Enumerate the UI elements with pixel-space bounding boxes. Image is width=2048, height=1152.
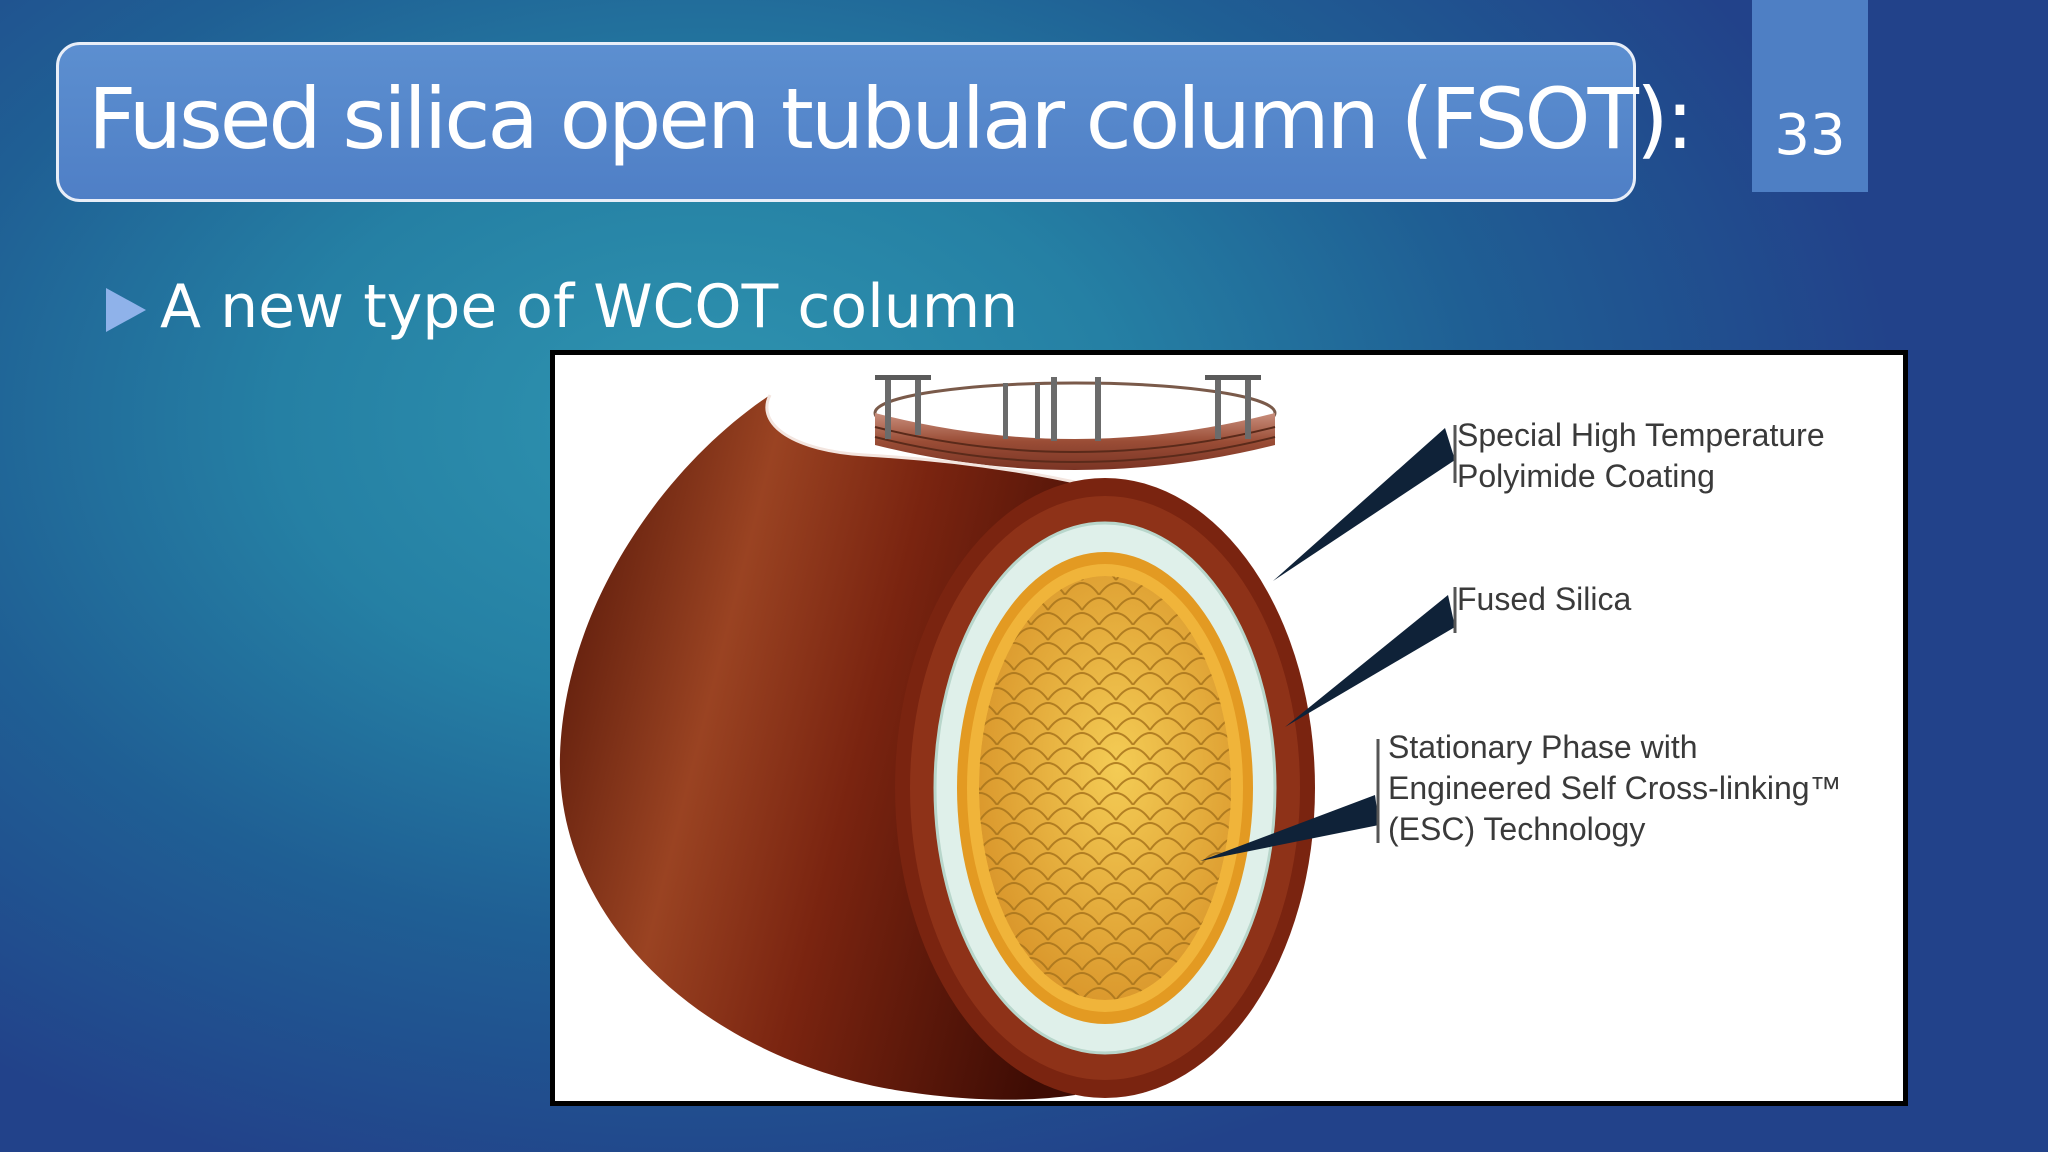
bullet-item: A new type of WCOT column [160, 272, 1019, 342]
leader-lines [1200, 425, 1457, 861]
page-number-box: 33 [1752, 0, 1868, 192]
column-bore [979, 576, 1231, 1000]
slide-title: Fused silica open tubular column (FSOT): [88, 70, 1694, 168]
label-stationary-phase: Stationary Phase with Engineered Self Cr… [1388, 729, 1842, 847]
page-number: 33 [1774, 103, 1846, 168]
bullet-arrow-icon [106, 288, 146, 332]
coiled-column-icon [873, 375, 1277, 470]
label-fused-silica: Fused Silica [1457, 581, 1632, 617]
column-illustration [559, 375, 1457, 1100]
title-box [56, 42, 1636, 202]
column-diagram: Special High Temperature Polyimide Coati… [550, 350, 1908, 1106]
label-polyimide-coating: Special High Temperature Polyimide Coati… [1457, 417, 1825, 494]
